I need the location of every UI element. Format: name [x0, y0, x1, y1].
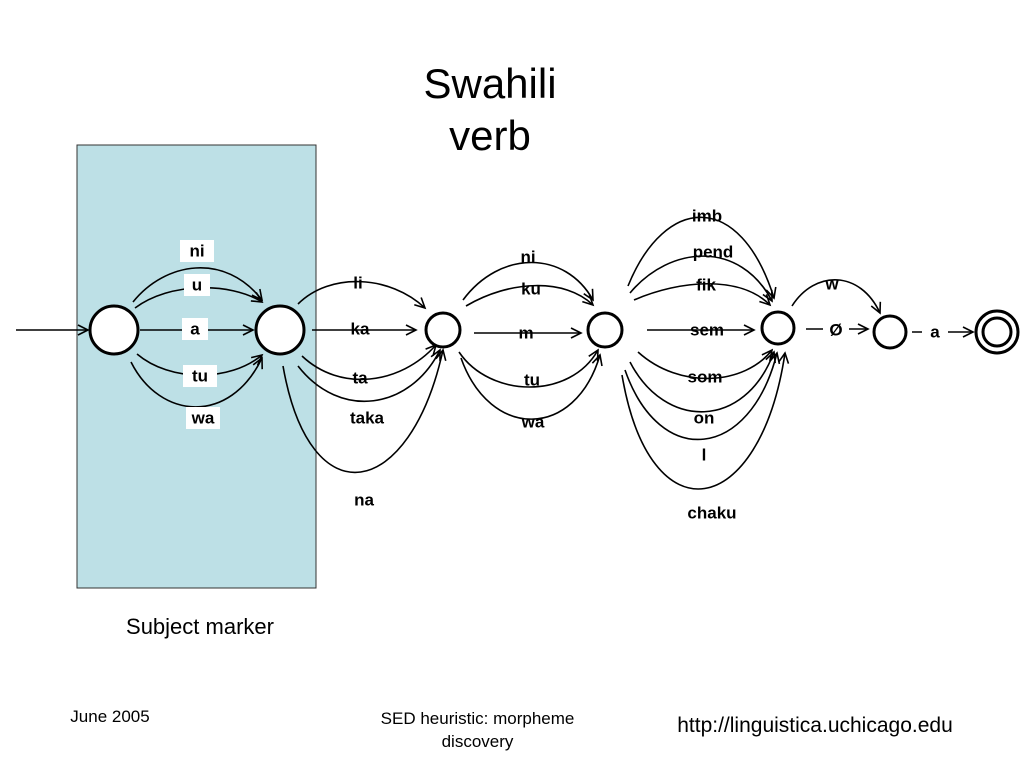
- transition-label: tu: [524, 371, 540, 390]
- transition-label: imb: [692, 207, 722, 226]
- transition-label-background: [183, 365, 217, 387]
- title-line-1: Swahili: [423, 60, 557, 107]
- state-after-stem: [760, 310, 796, 346]
- transition-arc: [132, 267, 264, 303]
- transition-arc: [130, 356, 263, 408]
- transition-arc: [629, 350, 776, 413]
- transition-label: wa: [191, 409, 215, 428]
- transition-arc: [624, 351, 781, 441]
- transition-label-background: [182, 318, 208, 340]
- transition-arc: [282, 348, 447, 474]
- transition-arc: [297, 280, 427, 310]
- transition-label: som: [688, 368, 723, 387]
- transition-label-background: [180, 240, 214, 262]
- transition-label: on: [694, 409, 715, 428]
- transition-label: na: [354, 491, 374, 510]
- transition-label: ka: [351, 320, 370, 339]
- final-state-inner-ring: [981, 316, 1013, 348]
- transition-arc: [462, 261, 594, 302]
- transition-arc: [627, 216, 777, 300]
- transition-arc: [458, 348, 599, 388]
- footer-heuristic: SED heuristic: morpheme discovery: [380, 709, 575, 751]
- transition-label-background: [922, 321, 948, 343]
- state-after-tense: [424, 311, 462, 349]
- transition-label: Ø: [829, 321, 842, 340]
- transition-label: li: [353, 274, 362, 293]
- transition-label: tu: [192, 367, 208, 386]
- transition-label: ni: [189, 242, 204, 261]
- transition-label: taka: [350, 409, 385, 428]
- transition-arc: [633, 283, 772, 307]
- transition-arc: [621, 351, 790, 490]
- transition-label: a: [190, 320, 200, 339]
- transition-arc: [629, 255, 773, 303]
- slide-title: Swahili verb: [390, 58, 590, 162]
- transition-arc: [297, 348, 441, 403]
- transition-arc: [301, 343, 438, 381]
- transition-label: l: [702, 446, 707, 465]
- transition-label: pend: [693, 243, 734, 262]
- transition-label-background: [823, 319, 849, 341]
- transition-label: ni: [520, 248, 535, 267]
- footer-url[interactable]: http://linguistica.uchicago.edu: [677, 714, 953, 737]
- footer-date: June 2005: [70, 707, 150, 726]
- transition-label-background: [184, 274, 210, 296]
- state-start: [88, 304, 140, 356]
- subject-marker-caption: Subject marker: [126, 614, 274, 639]
- transition-label: wa: [521, 413, 545, 432]
- transition-label: u: [192, 276, 202, 295]
- transition-label-background: [186, 407, 220, 429]
- state-after-subject: [254, 304, 306, 356]
- transition-arc: [465, 284, 595, 307]
- state-after-suffix: [872, 314, 908, 350]
- transition-arc: [460, 353, 603, 420]
- transition-label: ta: [352, 369, 368, 388]
- transition-label: a: [930, 323, 940, 342]
- transition-arc: [791, 279, 882, 315]
- transition-label: ku: [521, 280, 541, 299]
- title-line-2: verb: [449, 112, 531, 159]
- transition-arc: [637, 348, 774, 380]
- transition-label: fik: [696, 276, 716, 295]
- transition-label: chaku: [687, 504, 736, 523]
- transition-label: sem: [690, 321, 724, 340]
- transition-label: w: [824, 275, 839, 294]
- transition-label: m: [518, 324, 533, 343]
- state-after-object: [586, 311, 624, 349]
